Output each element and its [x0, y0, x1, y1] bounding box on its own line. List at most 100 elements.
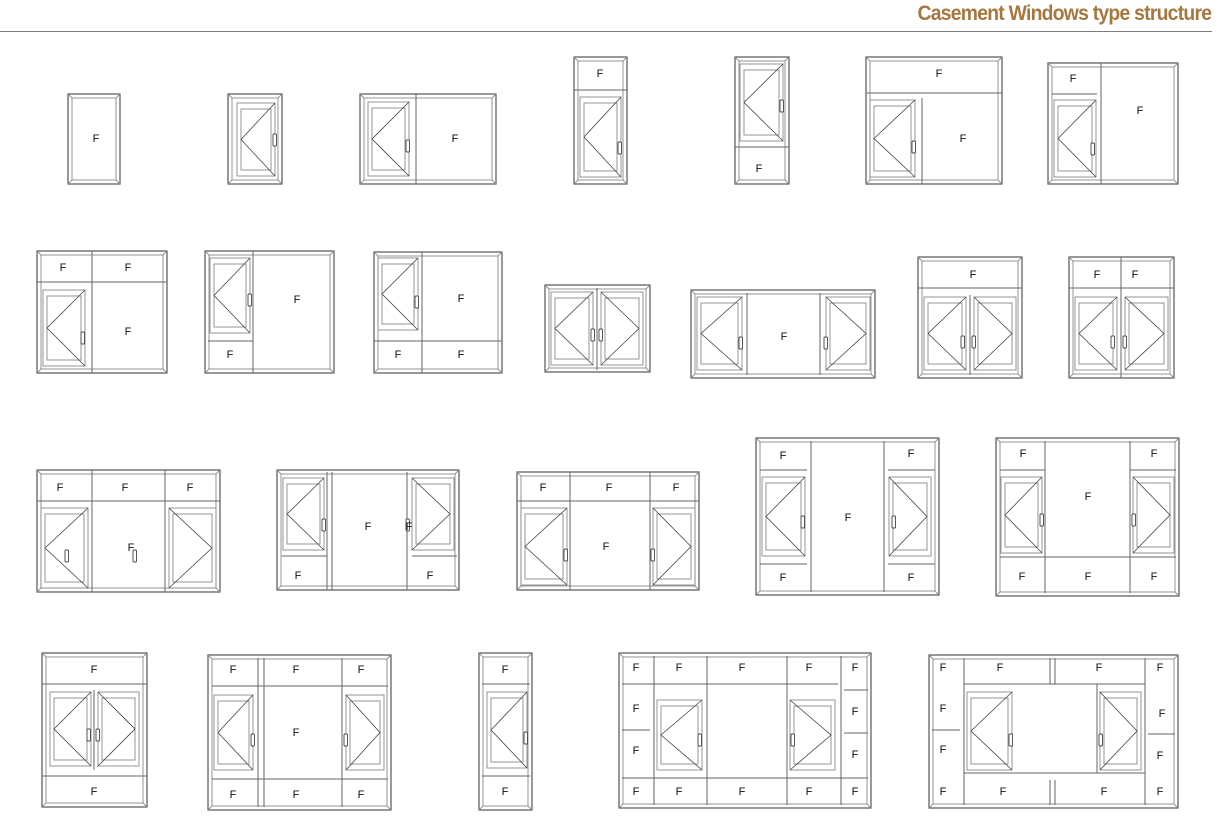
fixed-pane-label: F [294, 294, 301, 306]
opening-direction-icon [1124, 296, 1165, 371]
casement-sash [761, 476, 806, 557]
handle-icon [523, 731, 528, 745]
sash-frame [923, 296, 967, 371]
frame-corner [41, 802, 47, 808]
casement-sash [377, 257, 419, 331]
frame-corner [491, 93, 497, 99]
opening-direction-icon [743, 63, 784, 142]
frame-corner [1169, 373, 1175, 379]
frame-corner [215, 469, 221, 475]
handle-icon [321, 518, 326, 532]
fixed-pane-label: F [91, 664, 98, 676]
frame-corner [928, 803, 934, 809]
frame-corner [1068, 256, 1074, 262]
handle-icon [405, 139, 410, 153]
fixed-pane-label: F [997, 662, 1004, 674]
frame-corner [622, 56, 628, 62]
sash-frame [49, 691, 92, 767]
fixed-pane-label: F [1157, 786, 1164, 798]
fixed-pane-label: F [806, 662, 813, 674]
window-frame [276, 469, 460, 591]
window-inner-frame [482, 656, 529, 807]
glass-pane [524, 513, 564, 580]
fixed-pane-label: F [365, 521, 372, 533]
casement-sash [405, 477, 455, 551]
frame-corner [934, 590, 940, 596]
glass-pane [765, 482, 802, 551]
opening-direction-icon [345, 694, 381, 771]
opening-direction-icon [240, 102, 276, 177]
window-inner-frame [208, 254, 331, 370]
casement-sash [823, 296, 871, 371]
frame-corner [162, 368, 168, 374]
opening-direction-icon [554, 291, 594, 366]
opening-direction-icon [873, 99, 916, 178]
window-frame [516, 471, 700, 591]
fixed-pane-label: F [1070, 73, 1077, 85]
fixed-pane-label: F [502, 786, 509, 798]
casement-sash [739, 63, 784, 142]
fixed-pane-label: F [1020, 448, 1027, 460]
handle-icon [250, 733, 255, 747]
frame-corner [162, 250, 168, 256]
fixed-pane-label: F [1085, 571, 1092, 583]
glass-pane [660, 705, 699, 765]
frame-corner [866, 803, 872, 809]
opening-direction-icon [213, 257, 251, 334]
frame-corner [478, 652, 484, 658]
sash-frame [789, 699, 836, 771]
sash-frame [236, 102, 276, 177]
window-frame [865, 56, 1003, 185]
sash-frame [1074, 296, 1118, 371]
frame-corner [516, 471, 522, 477]
sash-frame [973, 296, 1017, 371]
frame-corner [1174, 591, 1180, 597]
window-frame [36, 469, 221, 593]
sash-frame [168, 507, 217, 589]
fixed-pane-label: F [960, 133, 967, 145]
fixed-pane-label: F [852, 749, 859, 761]
opening-direction-icon [217, 694, 254, 771]
fixed-pane-label: F [1151, 571, 1158, 583]
frame-corner [784, 179, 790, 185]
handle-icon [697, 733, 702, 747]
opening-direction-icon [168, 507, 213, 589]
frame-corner [373, 251, 379, 257]
frame-corner [277, 179, 283, 185]
frame-corner [386, 805, 392, 811]
opening-direction-icon [490, 691, 528, 769]
handle-icon [911, 140, 916, 154]
glass-pane [46, 295, 82, 361]
frame-corner [207, 654, 213, 660]
frame-corner [497, 368, 503, 374]
frame-corner [573, 56, 579, 62]
window-frame [734, 56, 790, 185]
window-inner-frame [577, 60, 624, 181]
frame-corner [454, 469, 460, 475]
glass-pane [1128, 302, 1165, 365]
casement-sash [598, 291, 644, 366]
sash-frame [825, 296, 871, 371]
glass-pane [349, 700, 381, 765]
frame-corner [917, 256, 923, 262]
casement-sash [869, 99, 916, 178]
glass-pane [240, 108, 272, 171]
fixed-pane-label: F [633, 786, 640, 798]
window-frame [207, 654, 392, 811]
sash-frame [1099, 691, 1142, 771]
glass-pane [53, 697, 88, 761]
fixed-pane-label: F [1094, 269, 1101, 281]
fixed-pane-label: F [908, 572, 915, 584]
opening-direction-icon [1078, 296, 1118, 371]
frame-corner [142, 652, 148, 658]
sash-frame [377, 257, 419, 331]
glass-pane [873, 105, 912, 172]
sash-frame [1124, 296, 1169, 371]
window-inner-frame [869, 60, 999, 181]
fixed-pane-label: F [60, 262, 67, 274]
opening-direction-icon [583, 96, 622, 178]
casement-sash [49, 691, 92, 767]
